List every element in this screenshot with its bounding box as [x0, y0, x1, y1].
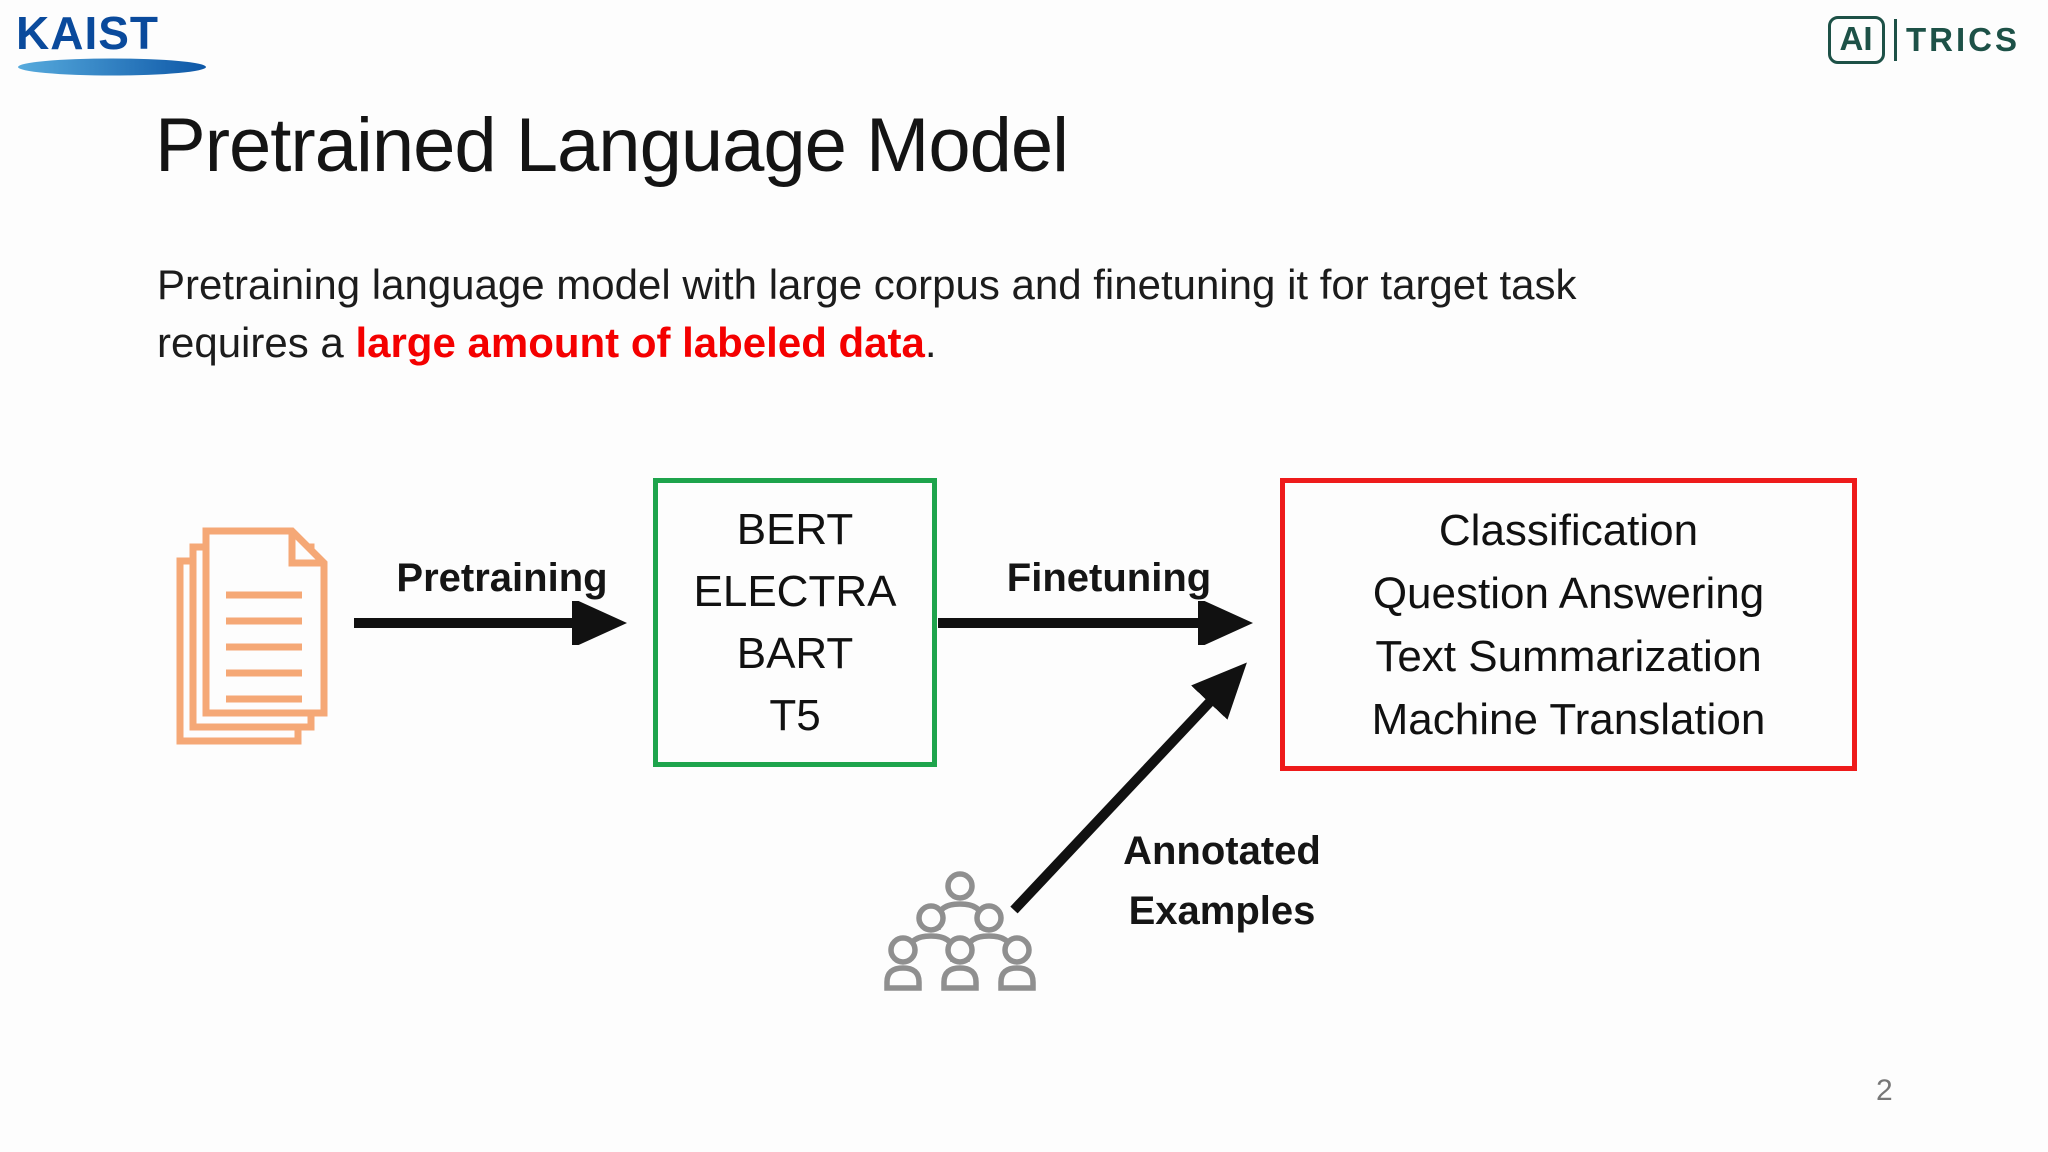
annotators-crowd-icon — [884, 871, 1036, 991]
pretraining-label: Pretraining — [396, 556, 608, 600]
body-highlight: large amount of labeled data — [355, 318, 925, 366]
task-item: Classification — [1438, 505, 1699, 555]
body-line2-prefix: requires a — [157, 318, 356, 366]
tasks-box: Classification Question Answering Text S… — [1280, 478, 1857, 771]
aitrics-trics-text: TRICS — [1906, 21, 2020, 58]
kaist-logo-text: KAIST — [16, 7, 159, 59]
aitrics-divider — [1893, 19, 1897, 61]
model-item: BERT — [736, 504, 854, 554]
kaist-swoosh-icon — [18, 58, 206, 76]
annotated-line2: Examples — [1128, 889, 1316, 933]
task-item: Machine Translation — [1371, 694, 1766, 744]
annotated-examples-arrow — [1010, 662, 1247, 914]
page-number: 2 — [1876, 1074, 1893, 1107]
finetuning-arrow — [938, 601, 1254, 645]
task-item: Question Answering — [1372, 568, 1765, 618]
aitrics-ai-box: AI — [1827, 16, 1885, 64]
corpus-documents-icon — [176, 527, 328, 745]
body-paragraph: Pretraining language model with large co… — [157, 256, 1737, 372]
body-line2-suffix: . — [924, 318, 937, 366]
page-title: Pretrained Language Model — [155, 103, 1069, 188]
model-item: BART — [736, 628, 854, 678]
model-item: ELECTRA — [693, 566, 897, 616]
finetuning-label: Finetuning — [1006, 556, 1212, 600]
models-box: BERT ELECTRA BART T5 — [653, 478, 937, 767]
task-item: Text Summarization — [1375, 631, 1762, 681]
annotated-line1: Annotated — [1123, 829, 1321, 873]
kaist-logo: KAIST — [16, 10, 216, 76]
body-line1: Pretraining language model with large co… — [157, 261, 1577, 308]
pretraining-arrow — [354, 601, 628, 645]
annotated-examples-label: Annotated Examples — [1088, 831, 1356, 951]
model-item: T5 — [769, 690, 821, 740]
aitrics-logo: AI TRICS — [1827, 16, 2021, 64]
